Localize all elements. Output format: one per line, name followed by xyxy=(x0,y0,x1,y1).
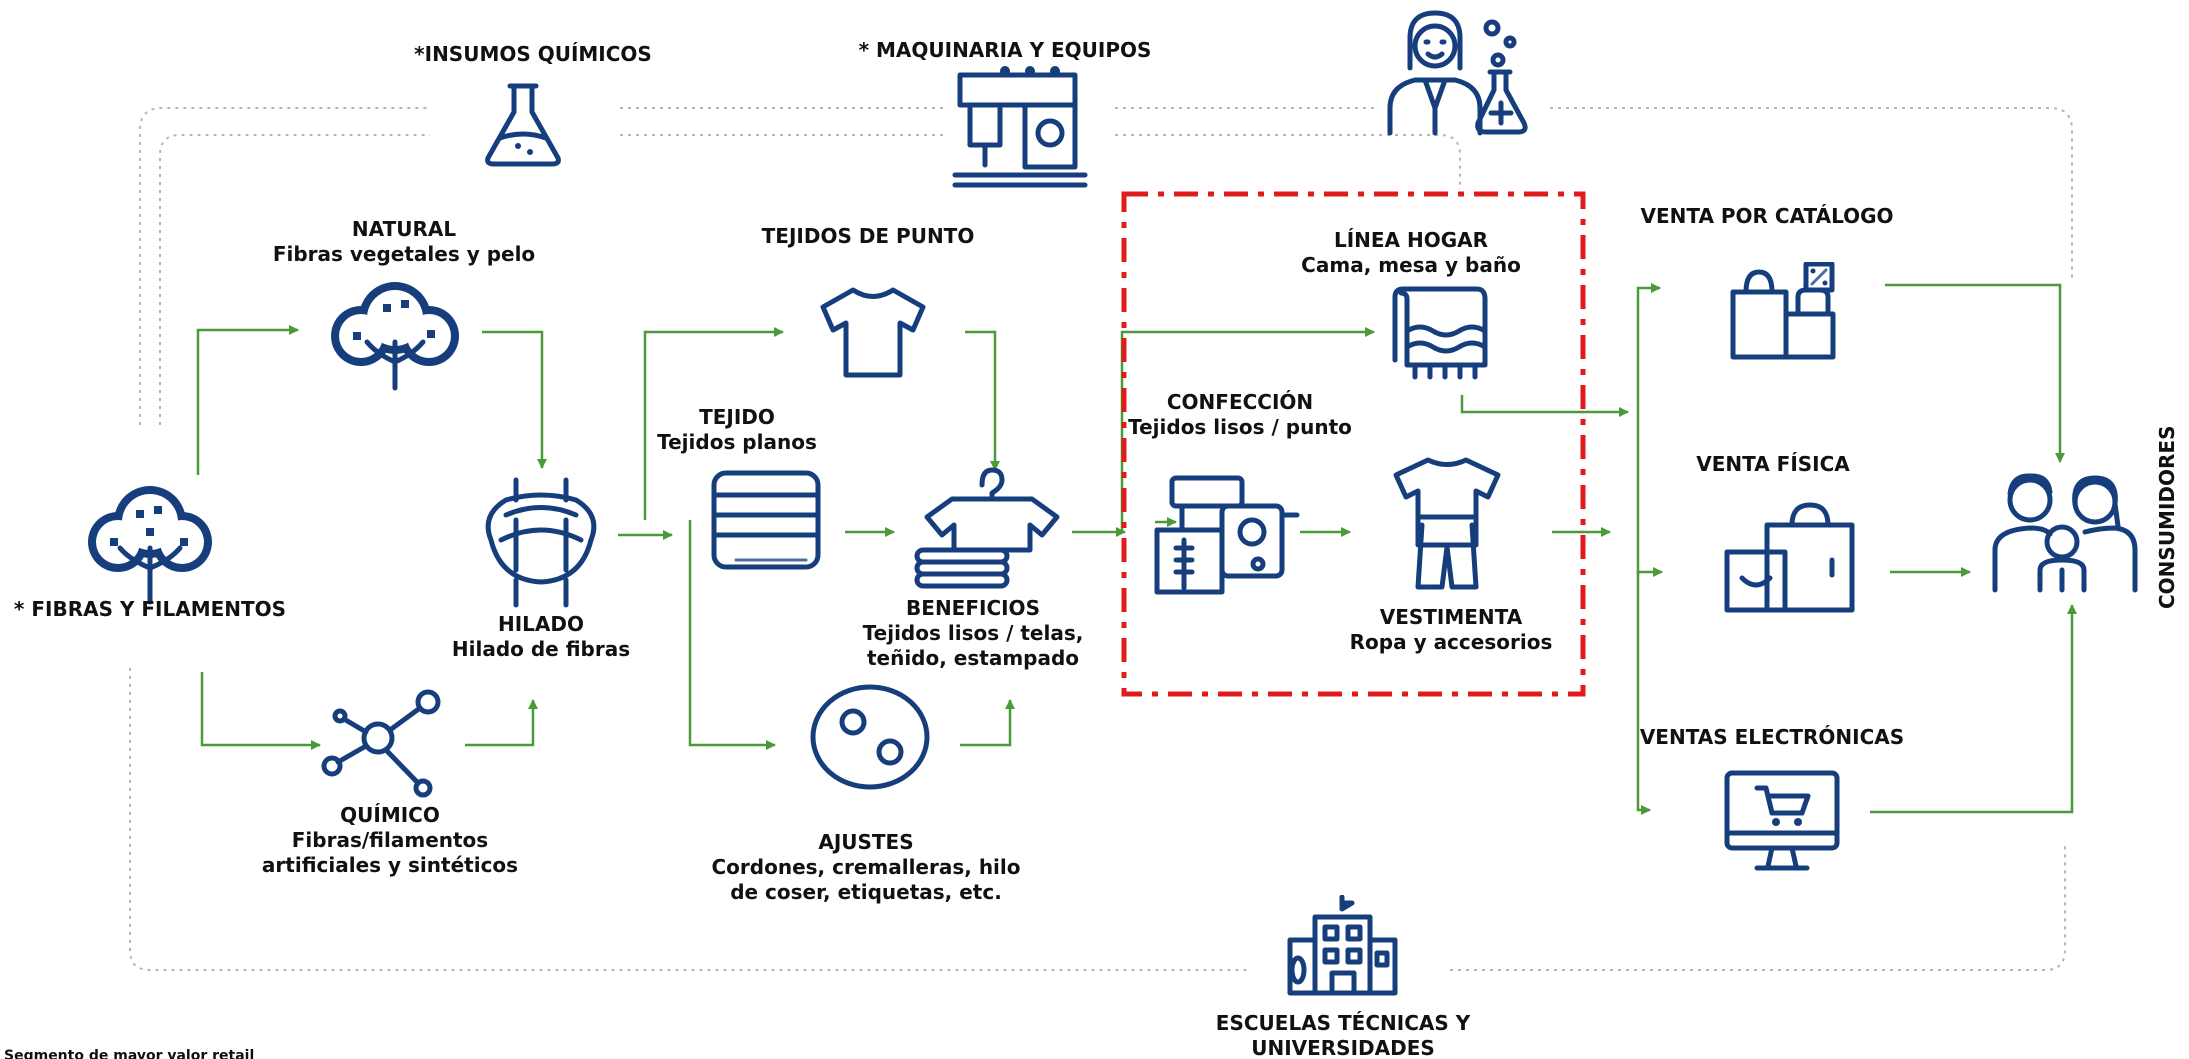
node-tejido-title: TEJIDO xyxy=(699,405,775,429)
node-fibras-title: * FIBRAS Y FILAMENTOS xyxy=(13,597,287,621)
node-beneficios-title: BENEFICIOS xyxy=(906,596,1040,620)
node-maquinaria-label: * MAQUINARIA Y EQUIPOS xyxy=(859,38,1152,63)
node-tejidos-punto-title: TEJIDOS DE PUNTO xyxy=(761,224,975,248)
tshirt-icon xyxy=(820,287,926,378)
node-natural-label: NATURAL Fibras vegetales y pelo xyxy=(273,217,535,267)
support-loop-outer xyxy=(129,107,2073,971)
node-quimico-subtitle2: artificiales y sintéticos xyxy=(261,853,519,877)
node-vestimenta-label: VESTIMENTA Ropa y accesorios xyxy=(1350,605,1553,655)
node-insumos-label: *INSUMOS QUÍMICOS xyxy=(414,42,652,67)
node-beneficios-subtitle: Tejidos lisos / telas, xyxy=(862,621,1084,645)
clothes-hanger-icon xyxy=(914,467,1060,589)
node-beneficios-subtitle2: teñido, estampado xyxy=(866,646,1080,670)
shopping-bag-icon xyxy=(1724,502,1855,613)
fabric-stack-icon xyxy=(711,470,821,570)
node-vestimenta-subtitle: Ropa y accesorios xyxy=(1349,630,1553,654)
node-ajustes-subtitle: Cordones, cremalleras, hilo xyxy=(711,855,1021,879)
flask-icon xyxy=(485,83,561,167)
node-maquinaria-title: * MAQUINARIA Y EQUIPOS xyxy=(858,38,1152,62)
node-venta-catalogo-title: VENTA POR CATÁLOGO xyxy=(1640,204,1894,228)
node-natural-subtitle: Fibras vegetales y pelo xyxy=(272,242,536,266)
node-vestimenta-title: VESTIMENTA xyxy=(1379,605,1523,629)
clothing-icon xyxy=(1393,457,1501,590)
node-tejido-label: TEJIDO Tejidos planos xyxy=(657,405,817,455)
node-ajustes-label: AJUSTES Cordones, cremalleras, hilo de c… xyxy=(711,830,1020,905)
towel-icon xyxy=(1392,286,1488,380)
yarn-icon xyxy=(485,477,597,608)
node-confeccion-subtitle: Tejidos lisos / punto xyxy=(1128,415,1352,439)
node-escuelas-title: ESCUELAS TÉCNICAS Y xyxy=(1215,1011,1471,1035)
retail-value-highlight-box xyxy=(1121,191,1586,697)
node-hilado-label: HILADO Hilado de fibras xyxy=(452,612,630,662)
node-linea-hogar-subtitle: Cama, mesa y baño xyxy=(1301,253,1521,277)
node-venta-fisica-title: VENTA FÍSICA xyxy=(1696,452,1850,476)
node-quimico-label: QUÍMICO Fibras/filamentos artificiales y… xyxy=(262,803,518,878)
shopping-bags-icon xyxy=(1730,262,1836,360)
node-consumidores-title: CONSUMIDORES xyxy=(2155,425,2179,609)
node-escuelas-subtitle: UNIVERSIDADES xyxy=(1251,1036,1435,1059)
node-tejido-subtitle: Tejidos planos xyxy=(657,430,817,454)
sewing-machine-icon xyxy=(952,66,1088,188)
node-hilado-title: HILADO xyxy=(497,612,584,636)
flow-arrows xyxy=(196,283,2077,815)
cotton-plant-icon xyxy=(88,486,212,605)
node-natural-title: NATURAL xyxy=(351,217,457,241)
node-ajustes-title: AJUSTES xyxy=(818,830,914,854)
node-fibras-label: * FIBRAS Y FILAMENTOS xyxy=(14,597,286,622)
button-icon xyxy=(810,684,930,790)
node-confeccion-title: CONFECCIÓN xyxy=(1166,390,1314,414)
node-quimico-title: QUÍMICO xyxy=(340,803,440,827)
node-venta-catalogo-label: VENTA POR CATÁLOGO xyxy=(1640,204,1893,229)
scientist-icon xyxy=(1387,10,1528,136)
node-tejidos-punto-label: TEJIDOS DE PUNTO xyxy=(762,224,975,249)
node-linea-hogar-title: LÍNEA HOGAR xyxy=(1333,228,1489,252)
node-ajustes-subtitle2: de coser, etiquetas, etc. xyxy=(730,880,1002,904)
footnote: Segmento de mayor valor retail xyxy=(4,1048,255,1059)
node-venta-fisica-label: VENTA FÍSICA xyxy=(1696,452,1850,477)
node-ventas-electronicas-label: VENTAS ELECTRÓNICAS xyxy=(1640,725,1904,750)
node-beneficios-label: BENEFICIOS Tejidos lisos / telas, teñido… xyxy=(863,596,1084,671)
family-icon xyxy=(1992,473,2138,593)
node-hilado-subtitle: Hilado de fibras xyxy=(451,637,631,661)
computer-cart-icon xyxy=(1724,770,1840,871)
node-linea-hogar-label: LÍNEA HOGAR Cama, mesa y baño xyxy=(1301,228,1521,278)
node-consumidores-label: CONSUMIDORES xyxy=(2155,426,2179,609)
node-ventas-electronicas-title: VENTAS ELECTRÓNICAS xyxy=(1639,725,1905,749)
node-quimico-subtitle: Fibras/filamentos xyxy=(291,828,489,852)
sewing-icon xyxy=(1154,475,1300,595)
university-icon xyxy=(1287,895,1398,996)
molecule-icon xyxy=(321,689,441,798)
node-insumos-title: *INSUMOS QUÍMICOS xyxy=(414,42,652,66)
node-escuelas-label: ESCUELAS TÉCNICAS Y UNIVERSIDADES xyxy=(1216,1011,1470,1059)
node-confeccion-label: CONFECCIÓN Tejidos lisos / punto xyxy=(1128,390,1352,440)
cotton-boll-icon xyxy=(331,282,459,391)
